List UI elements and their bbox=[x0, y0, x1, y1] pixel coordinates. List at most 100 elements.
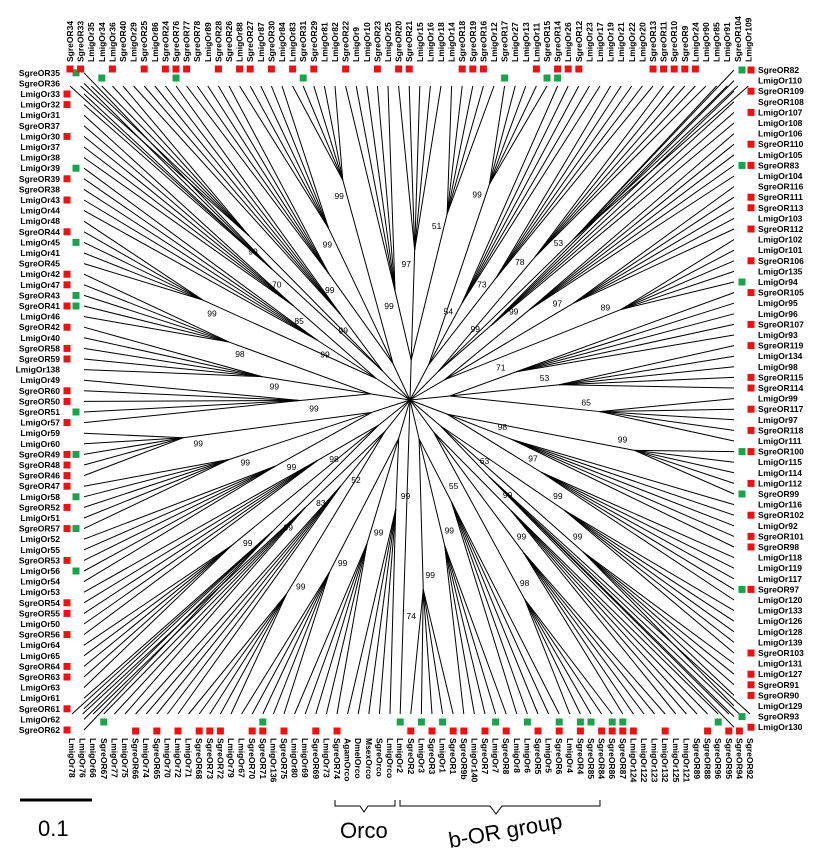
red-marker-icon bbox=[108, 65, 116, 73]
leaf-label: SgreOR112 bbox=[758, 224, 804, 234]
leaf-label: LmigOr110 bbox=[758, 76, 802, 86]
red-marker-icon bbox=[259, 727, 267, 735]
leaf-branch bbox=[83, 146, 294, 307]
red-marker-icon bbox=[747, 723, 755, 731]
leaf-label: SgreOR94 bbox=[734, 738, 744, 779]
red-marker-icon bbox=[312, 727, 320, 735]
red-marker-icon bbox=[63, 726, 71, 734]
leaf-label: SgreOR9b bbox=[459, 738, 469, 780]
leaf-branch bbox=[496, 85, 622, 278]
leaf-label: LmigOr107 bbox=[758, 107, 803, 117]
red-marker-icon bbox=[280, 727, 288, 735]
leaf-branch bbox=[83, 545, 233, 657]
red-marker-icon bbox=[206, 727, 214, 735]
red-marker-icon bbox=[747, 448, 755, 456]
bootstrap-value: 98 bbox=[329, 454, 339, 464]
leaf-branch bbox=[488, 476, 730, 715]
leaf-branch bbox=[368, 509, 397, 715]
leaf-branch bbox=[366, 85, 396, 292]
internal-branch bbox=[409, 360, 412, 401]
bootstrap-value: 99 bbox=[207, 308, 217, 318]
bootstrap-value: 99 bbox=[573, 531, 583, 541]
leaf-branch bbox=[512, 439, 735, 537]
bootstrap-value: 99 bbox=[426, 570, 436, 580]
red-marker-icon bbox=[407, 727, 415, 735]
leaf-label: LmigOr1 bbox=[438, 738, 448, 773]
leaf-branch bbox=[524, 599, 603, 715]
leaf-label: SgreOR75 bbox=[279, 738, 289, 779]
leaf-label: LmigOr130 bbox=[758, 722, 803, 732]
leaf-label: LmigOr7 bbox=[491, 738, 501, 773]
leaf-label: SgreOR91 bbox=[758, 680, 799, 690]
internal-branch bbox=[409, 399, 441, 427]
clade-branch bbox=[410, 213, 448, 361]
leaf-branch bbox=[209, 593, 287, 715]
leaf-label: SgreOR2 bbox=[406, 738, 416, 775]
leaf-branch bbox=[516, 292, 735, 373]
leaf-branch bbox=[135, 485, 342, 715]
red-marker-icon bbox=[63, 705, 71, 713]
leaf-branch bbox=[378, 509, 397, 715]
bootstrap-value: 99 bbox=[243, 538, 253, 548]
bootstrap-value: 99 bbox=[445, 525, 455, 535]
red-marker-icon bbox=[555, 727, 563, 735]
leaf-label: LmigOr111 bbox=[758, 436, 802, 446]
leaf-label: LmigOr14 bbox=[447, 22, 457, 62]
leaf-label: LmigOr46 bbox=[20, 312, 60, 322]
leaf-label: SgreOR5 bbox=[533, 738, 543, 775]
bootstrap-value: 55 bbox=[449, 481, 459, 491]
leaf-label: LmigOr10 bbox=[362, 22, 372, 62]
leaf-branch bbox=[83, 157, 294, 307]
leaf-branch bbox=[414, 85, 442, 251]
leaf-label: LmigOr131 bbox=[758, 659, 803, 669]
leaf-branch bbox=[90, 85, 250, 237]
leaf-branch bbox=[621, 249, 735, 310]
leaf-branch bbox=[621, 270, 735, 310]
leaf-label: LmigOr25 bbox=[383, 22, 393, 62]
leaf-branch bbox=[582, 551, 735, 665]
leaf-branch bbox=[283, 571, 330, 715]
leaf-label: SgreOR18 bbox=[457, 21, 467, 62]
leaf-branch bbox=[389, 509, 397, 715]
clade-branch bbox=[418, 438, 446, 547]
bootstrap-value: 99 bbox=[553, 491, 563, 501]
leaf-branch bbox=[582, 551, 735, 707]
leaf-label: LmigOr123 bbox=[650, 738, 660, 783]
leaf-branch bbox=[461, 85, 569, 304]
leaf-label: SgreOR25 bbox=[139, 21, 149, 62]
red-marker-icon bbox=[267, 65, 275, 73]
leaf-label: SgreOR104 bbox=[733, 16, 743, 62]
internal-branch bbox=[409, 371, 439, 401]
leaf-label: LmigOr55 bbox=[20, 545, 60, 555]
clade-branch bbox=[340, 430, 386, 486]
leaf-branch bbox=[83, 252, 204, 301]
leaf-branch bbox=[294, 543, 368, 715]
leaf-branch bbox=[336, 543, 368, 715]
leaf-label: SgreOR16 bbox=[478, 21, 488, 62]
clade-branch bbox=[440, 425, 565, 511]
leaf-branch bbox=[83, 458, 230, 498]
leaf-branch bbox=[83, 458, 230, 519]
red-marker-icon bbox=[63, 196, 71, 204]
internal-branch bbox=[384, 399, 411, 432]
branches bbox=[69, 69, 751, 731]
leaf-label: SgreOR82 bbox=[758, 65, 799, 75]
internal-branch bbox=[409, 399, 435, 433]
red-marker-icon bbox=[63, 387, 71, 395]
red-marker-icon bbox=[479, 65, 487, 73]
leaf-label: LmigOr35 bbox=[86, 22, 96, 62]
leaf-label: SgreOR95 bbox=[724, 738, 734, 779]
leaf-branch bbox=[523, 552, 655, 715]
red-marker-icon bbox=[747, 225, 755, 233]
leaf-branch bbox=[313, 85, 344, 181]
green-marker-icon bbox=[72, 525, 80, 533]
leaf-label: LmigOr73 bbox=[321, 738, 331, 778]
leaf-label: LmigOr23 bbox=[584, 22, 594, 62]
leaf-label: LmigOr17 bbox=[595, 22, 605, 62]
leaf-branch bbox=[534, 85, 675, 258]
leaf-label: LmigOr75 bbox=[120, 738, 130, 778]
red-marker-icon bbox=[63, 450, 71, 458]
leaf-label: SgreOR33 bbox=[76, 21, 86, 62]
leaf-branch bbox=[496, 85, 633, 278]
leaf-label: SgreOR19 bbox=[468, 21, 478, 62]
